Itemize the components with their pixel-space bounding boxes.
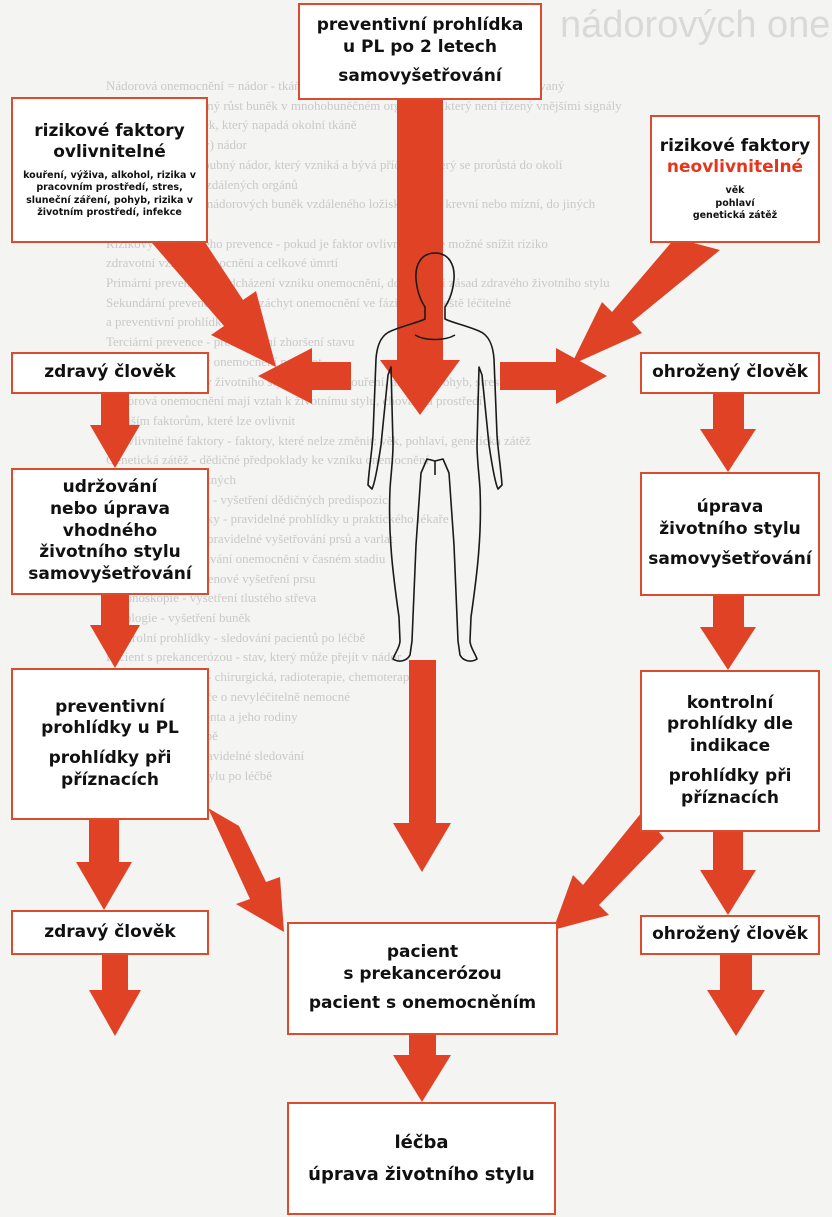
healthy-person-top-label: zdravý člověk bbox=[44, 362, 176, 384]
control-line2: prohlídky dle bbox=[667, 714, 793, 736]
arrow-healthy-bottom-down bbox=[89, 955, 141, 1036]
arrow-preventive-to-patient bbox=[208, 808, 284, 932]
arrow-preventive-to-healthy bbox=[76, 820, 132, 910]
patient-line3: pacient s onemocněním bbox=[309, 993, 536, 1015]
top-checkup-box: preventivní prohlídka u PL po 2 letech s… bbox=[298, 3, 542, 100]
maintain-lifestyle-box: udržování nebo úprava vhodného životního… bbox=[11, 468, 209, 595]
healthy-person-bottom: zdravý člověk bbox=[11, 910, 209, 955]
preventive-line1: preventivní bbox=[55, 697, 165, 719]
adjust-line1: úprava bbox=[697, 497, 764, 519]
control-line5: příznacích bbox=[681, 788, 779, 810]
risk-modifiable-title2: ovlivnitelné bbox=[53, 142, 166, 164]
endangered-person-bottom-label: ohrožený člověk bbox=[652, 924, 808, 946]
control-line4: prohlídky při bbox=[669, 766, 792, 788]
adjust-line3: samovyšetřování bbox=[648, 549, 811, 571]
arrow-patient-to-treatment bbox=[393, 1035, 451, 1102]
risk-nonmodifiable-title2: neovlivnitelné bbox=[667, 157, 803, 179]
adjust-lifestyle-box: úprava životního stylu samovyšetřování bbox=[640, 472, 820, 596]
control-line1: kontrolní bbox=[687, 693, 774, 715]
arrow-body-to-endangered bbox=[500, 348, 607, 404]
patient-box: pacient s prekancerózou pacient s onemoc… bbox=[287, 922, 558, 1035]
preventive-line3: prohlídky při bbox=[49, 748, 172, 770]
preventive-line2: prohlídky u PL bbox=[41, 718, 179, 740]
control-checkups-box: kontrolní prohlídky dle indikace prohlíd… bbox=[640, 670, 820, 832]
treatment-line1: léčba bbox=[394, 1131, 448, 1154]
preventive-line4: příznacích bbox=[61, 770, 159, 792]
arrow-control-to-endangered bbox=[700, 832, 756, 915]
risk-modifiable-details: kouření, výživa, alkohol, rizika v praco… bbox=[13, 170, 206, 219]
maintain-line4: životního stylu bbox=[39, 542, 181, 564]
human-body-outline bbox=[355, 245, 515, 673]
risk-nonmodifiable-item1: věk bbox=[726, 185, 745, 197]
endangered-person-top: ohrožený člověk bbox=[640, 352, 820, 394]
control-line3: indikace bbox=[690, 736, 770, 758]
risk-modifiable-box: rizikové faktory ovlivnitelné kouření, v… bbox=[11, 97, 208, 243]
risk-nonmodifiable-item2: pohlaví bbox=[715, 198, 754, 210]
healthy-person-top: zdravý člověk bbox=[11, 352, 209, 394]
arrow-body-to-patient bbox=[393, 660, 451, 872]
healthy-person-bottom-label: zdravý člověk bbox=[44, 922, 176, 944]
arrow-nonmodifiable-to-body bbox=[571, 238, 720, 365]
adjust-line2: životního stylu bbox=[659, 519, 801, 541]
maintain-line2: nebo úprava bbox=[50, 499, 170, 521]
arrow-endangered-to-adjust bbox=[700, 394, 756, 472]
maintain-line1: udržování bbox=[63, 477, 158, 499]
arrow-maintain-to-preventive bbox=[90, 595, 140, 668]
arrow-modifiable-to-body bbox=[146, 224, 276, 367]
risk-nonmodifiable-item3: genetická zátěž bbox=[693, 210, 777, 222]
top-checkup-line2: u PL po 2 letech bbox=[343, 37, 497, 59]
preventive-checkups-box: preventivní prohlídky u PL prohlídky při… bbox=[11, 668, 209, 820]
top-checkup-line1: preventivní prohlídka bbox=[317, 15, 524, 37]
treatment-box: léčba úprava životního stylu bbox=[287, 1102, 556, 1215]
patient-line2: s prekancerózou bbox=[343, 964, 501, 986]
arrow-endangered-bottom-down bbox=[707, 955, 765, 1036]
arrow-adjust-to-control bbox=[700, 596, 756, 670]
endangered-person-top-label: ohrožený člověk bbox=[652, 362, 808, 384]
maintain-line3: vhodného bbox=[63, 521, 157, 543]
risk-modifiable-title1: rizikové faktory bbox=[34, 121, 184, 143]
top-self-exam: samovyšetřování bbox=[338, 66, 501, 88]
endangered-person-bottom: ohrožený člověk bbox=[640, 915, 820, 955]
maintain-line5: samovyšetřování bbox=[28, 564, 191, 586]
risk-nonmodifiable-box: rizikové faktory neovlivnitelné věk pohl… bbox=[650, 115, 820, 243]
arrow-healthy-to-maintain bbox=[90, 394, 140, 468]
patient-line1: pacient bbox=[387, 942, 458, 964]
risk-nonmodifiable-title1: rizikové faktory bbox=[660, 136, 810, 158]
treatment-line2: úprava životního stylu bbox=[308, 1163, 535, 1186]
